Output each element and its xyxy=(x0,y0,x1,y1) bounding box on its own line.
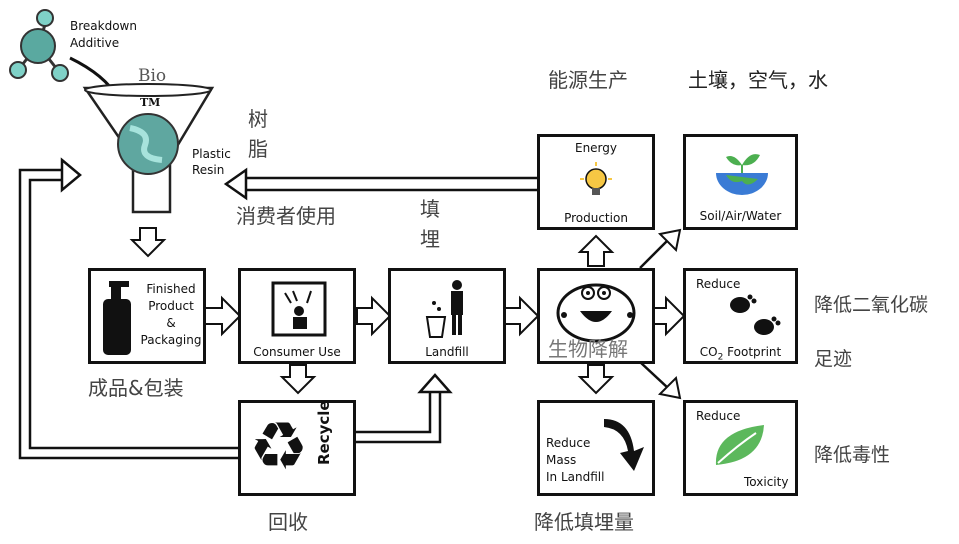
molecule-icon xyxy=(9,9,69,82)
soil-air-water-box: Soil/Air/Water xyxy=(683,134,798,230)
landfill-box: Landfill xyxy=(388,268,506,364)
arrow-right-1 xyxy=(204,295,242,337)
landfill-label: Landfill xyxy=(425,345,469,359)
soil-cn: 土壤，空气，水 xyxy=(688,68,828,92)
arrow-right-4 xyxy=(651,295,686,337)
lightbulb-icon xyxy=(580,162,612,195)
microbe-icon xyxy=(556,283,636,343)
trash-person-icon xyxy=(425,280,463,338)
plastic-resin-label: Plastic Resin xyxy=(192,147,231,177)
toxicity-reduce-label: Reduce xyxy=(696,409,741,423)
consumer-cn: 消费者使用 xyxy=(236,204,336,228)
recycle-return-line xyxy=(28,178,240,450)
recycle-cn: 回收 xyxy=(268,510,308,534)
arrow-right-3 xyxy=(504,295,540,337)
shower-icon xyxy=(271,281,327,337)
co2-cn-line1: 降低二氧化碳 xyxy=(814,294,929,316)
soil-air-water-label: Soil/Air/Water xyxy=(699,209,782,223)
co2-reduce-label: Reduce xyxy=(696,277,741,291)
production-label: Production xyxy=(564,211,628,225)
plant-globe-icon xyxy=(716,154,768,195)
funnel-icon xyxy=(82,83,215,214)
bio-label: Bio xyxy=(138,66,167,86)
co2-cn-line2: 足迹 xyxy=(814,348,853,370)
finished-cn: 成品&包装 xyxy=(88,376,184,400)
consumer-use-label: Consumer Use xyxy=(253,345,341,359)
finished-product-label: Finished Product & Packaging xyxy=(140,282,202,347)
toxicity-cn: 降低毒性 xyxy=(814,444,891,466)
arrow-up-energy xyxy=(577,234,615,267)
energy-label: Energy xyxy=(574,141,617,155)
finished-product-box: Finished Product & Packaging xyxy=(88,268,206,364)
recycle-box: ♻ Recycle xyxy=(238,400,356,496)
arrow-down-2 xyxy=(279,364,317,395)
biodeg-cn: 生物降解 xyxy=(548,337,628,361)
recycle-label: Recycle xyxy=(315,400,333,465)
arrow-down-1 xyxy=(129,227,167,258)
trademark-label: TM xyxy=(140,96,161,109)
resin-cn: 树 脂 xyxy=(248,107,268,161)
arrow-right-2 xyxy=(356,295,392,337)
reduce-mass-label: Reduce Mass In Landfill xyxy=(546,436,605,484)
leaf-icon xyxy=(715,425,764,465)
landfill-cn: 填 埋 xyxy=(420,197,440,251)
down-curve-arrow-icon xyxy=(604,419,644,471)
toxicity-label: Toxicity xyxy=(744,475,789,489)
consumer-use-box: Consumer Use xyxy=(238,268,356,364)
energy-cn: 能源生产 xyxy=(548,68,628,92)
energy-box: Energy Production xyxy=(537,134,655,230)
recycle-icon: ♻ xyxy=(249,408,309,485)
co2-footprint-box: Reduce CO2 Footprint xyxy=(683,268,798,364)
mass-cn: 降低填埋量 xyxy=(534,510,634,534)
co2-footprint-label: CO2 Footprint xyxy=(699,345,782,363)
biodegradation-box: 生物降解 xyxy=(537,268,655,364)
bottle-icon xyxy=(103,281,131,355)
toxicity-box: Reduce Toxicity xyxy=(683,400,798,496)
additive-label: Breakdown Additive xyxy=(70,19,137,50)
reduce-mass-box: Reduce Mass In Landfill xyxy=(537,400,655,496)
footprint-icon xyxy=(730,294,781,335)
arrow-down-mass xyxy=(577,364,615,395)
